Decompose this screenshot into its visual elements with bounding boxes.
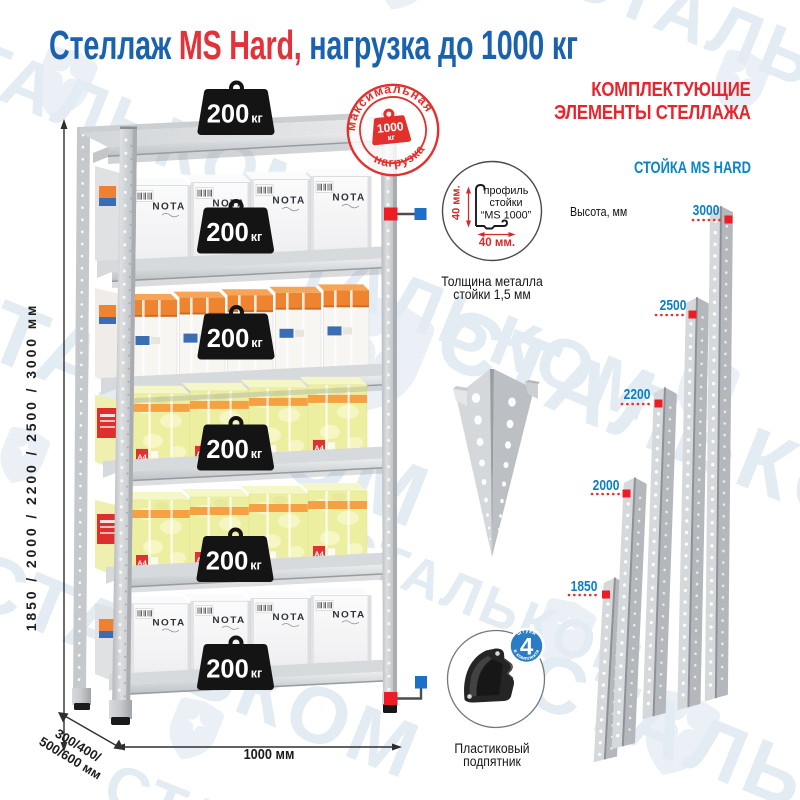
badge-number-text: 4: [520, 634, 534, 661]
thickness-note-line1: Толщина металла: [441, 274, 543, 289]
red-marker-square: [384, 692, 398, 705]
component-posts: [567, 206, 733, 763]
profile-caption: профиль стойки “MS 1000”: [481, 185, 532, 222]
corner-post-photo: [453, 369, 540, 557]
foot-caption-line2: подпятник: [463, 754, 521, 769]
post-2200: [642, 387, 677, 720]
post-label-3000: 3000: [692, 201, 719, 219]
post-label-2500: 2500: [659, 297, 686, 314]
rack-post-front-left: [109, 126, 137, 725]
thickness-note-line2: стойки 1,5 мм: [453, 286, 531, 302]
shelf-boxes-yellow-1: [95, 376, 368, 472]
post-2500: [677, 297, 709, 711]
quantity-badge: 4 штуки в комплекте: [508, 627, 545, 665]
height-caption: Высота, мм: [570, 204, 628, 219]
foot-connector: [384, 676, 427, 705]
foot-callout-circle: 4 штуки в комплекте: [446, 627, 546, 729]
profile-dim-horizontal-text: 40 мм.: [479, 237, 515, 249]
depth-dimension: [58, 712, 124, 750]
profile-caption-line2: стойки: [489, 197, 522, 209]
post-leader-squares: [602, 215, 733, 599]
post-3000: [704, 206, 733, 702]
red-marker-square: [384, 207, 398, 221]
foot-caption: Пластиковый подпятник: [393, 741, 591, 769]
post-label-1850: 1850: [570, 577, 597, 595]
blue-marker-square: [415, 676, 427, 689]
post-leader-dots: [567, 218, 724, 597]
blue-marker-square: [414, 208, 427, 220]
title-part-1: Стеллаж: [49, 22, 179, 68]
height-dimension-label: 1850 / 2000 / 2200 / 2500 / 3000 мм: [23, 302, 39, 632]
components-heading: КОМПЛЕКТУЮЩИЕ ЭЛЕМЕНТЫ СТЕЛЛАЖА: [554, 78, 752, 124]
height-dimension: [60, 119, 68, 752]
rack-photo: [72, 83, 397, 725]
profile-drawing: [475, 184, 508, 230]
profile-connector: [384, 207, 427, 221]
stamp-value-text: 1000: [376, 119, 404, 136]
badge-arc-top-text: штуки: [516, 628, 537, 637]
shelf-boxes-white-top: [95, 166, 372, 275]
shield-watermark-icon: [369, 0, 438, 19]
page-title: Стеллаж MS Hard, нагрузка до 1000 кг: [49, 25, 578, 66]
under-shelf-shadows: [108, 141, 396, 593]
rack-post-front-right: [381, 112, 397, 713]
profile-caption-line3: “MS 1000”: [481, 210, 532, 222]
foot-caption-line1: Пластиковый: [454, 741, 530, 756]
stand-subheading: СТОЙКА MS HARD: [633, 158, 751, 177]
stamp-unit-text: кг: [387, 133, 396, 143]
profile-caption-line1: профиль: [484, 185, 529, 197]
svg-text:штуки: штуки: [516, 628, 537, 637]
title-part-2: MS Hard,: [178, 22, 302, 68]
plastic-foot-drawing: [464, 648, 514, 703]
width-dimension-label: 1000 мм: [243, 747, 295, 763]
post-label-2000: 2000: [592, 476, 619, 494]
title-part-3: нагрузка до 1000 кг: [301, 22, 578, 68]
shelf-boxes-orange: [95, 283, 370, 388]
post-2000: [611, 477, 647, 750]
stamp-weight-icon: 1000 кг: [372, 108, 412, 146]
profile-callout-circle: 40 мм. 40 мм. профиль стойки “MS 1000”: [441, 160, 543, 262]
shelf-boxes-yellow-2: [95, 482, 368, 578]
components-heading-line2: ЭЛЕМЕНТЫ СТЕЛЛАЖА: [554, 100, 751, 124]
profile-dim-vertical-text: 40 мм.: [451, 185, 463, 220]
shelf-2: [97, 246, 393, 282]
thickness-note: Толщина металла стойки 1,5 мм: [393, 274, 591, 302]
dimension-lines: [58, 119, 402, 752]
profile-dimensions: [466, 186, 516, 237]
components-heading-line1: КОМПЛЕКТУЮЩИЕ: [591, 78, 752, 101]
post-label-2200: 2200: [623, 386, 650, 403]
